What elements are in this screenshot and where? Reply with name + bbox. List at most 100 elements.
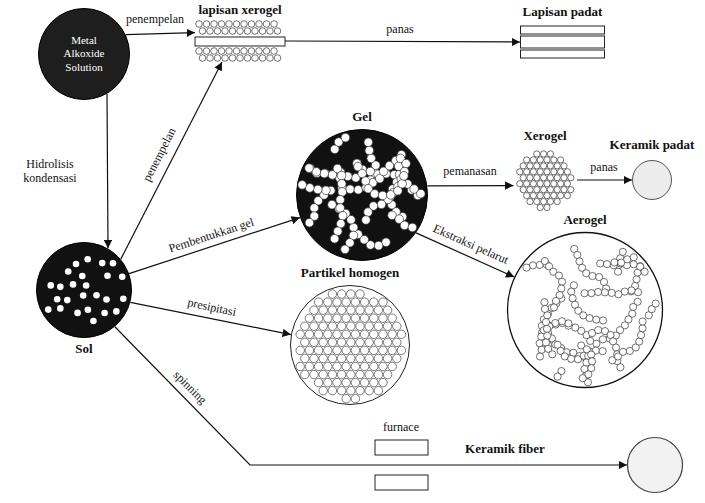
- aerogel-circle-drawing: [507, 232, 663, 388]
- particle: [417, 189, 426, 198]
- sol-particle: [104, 272, 111, 279]
- particle: [296, 362, 304, 370]
- particle: [203, 21, 210, 28]
- particle: [538, 346, 545, 353]
- particle: [365, 306, 373, 314]
- particle: [324, 314, 332, 322]
- sol-particle: [79, 273, 86, 280]
- particle: [248, 48, 255, 55]
- particle: [652, 300, 659, 307]
- process-arrow: [427, 185, 513, 186]
- particle: [319, 386, 327, 394]
- particle: [540, 198, 546, 204]
- sol-particle: [57, 284, 64, 291]
- edge-label: Hidrolisis kondensasi: [2, 158, 98, 186]
- particle: [530, 192, 536, 198]
- particle: [342, 298, 350, 306]
- particle: [252, 55, 259, 62]
- particle: [360, 298, 368, 306]
- particle: [203, 48, 210, 55]
- film-layer: [521, 26, 605, 34]
- particle: [597, 260, 604, 267]
- particle: [527, 187, 533, 193]
- particle: [574, 251, 581, 258]
- particle: [341, 133, 350, 142]
- particle: [379, 330, 387, 338]
- particle: [248, 21, 255, 28]
- particle: [534, 198, 540, 204]
- particle: [341, 245, 350, 254]
- sol-particle: [99, 260, 106, 267]
- particle: [520, 187, 526, 193]
- particle: [550, 304, 557, 311]
- particle: [593, 316, 600, 323]
- particle: [540, 175, 546, 181]
- particle: [211, 48, 218, 55]
- edge-label: Ekstraksi pelarut: [428, 221, 511, 268]
- particle: [328, 386, 336, 394]
- particle: [630, 254, 637, 261]
- particle: [544, 169, 550, 175]
- particle: [365, 146, 374, 155]
- particle: [379, 298, 387, 306]
- particle: [374, 322, 382, 330]
- particle: [557, 169, 563, 175]
- particle: [259, 55, 266, 62]
- particle: [601, 289, 608, 296]
- particle: [599, 336, 606, 343]
- particle: [527, 163, 533, 169]
- particle: [536, 353, 543, 360]
- edge-label: penempelan: [140, 124, 180, 185]
- particle: [383, 338, 391, 346]
- outline: [633, 161, 672, 200]
- particle: [523, 169, 529, 175]
- particle: [267, 28, 274, 35]
- particle: [233, 48, 240, 55]
- particle: [199, 28, 206, 35]
- particle: [551, 169, 557, 175]
- particle: [370, 346, 378, 354]
- particle: [523, 181, 529, 187]
- edge-label: Pembentukkan gel: [165, 215, 258, 257]
- particle: [263, 21, 270, 28]
- particle: [301, 370, 309, 378]
- node-heading: Keramik fiber: [465, 442, 545, 457]
- particle: [377, 200, 386, 209]
- edge-label: panas: [384, 23, 415, 37]
- particle: [520, 163, 526, 169]
- node-heading: Partikel homogen: [301, 266, 400, 281]
- particle: [305, 346, 313, 354]
- particle: [233, 21, 240, 28]
- particle: [347, 290, 355, 298]
- particle: [374, 338, 382, 346]
- particle: [600, 278, 607, 285]
- particle: [388, 314, 396, 322]
- particle: [558, 318, 565, 325]
- particle: [222, 28, 229, 35]
- particle: [617, 364, 624, 371]
- particle: [634, 289, 641, 296]
- particle: [588, 351, 595, 358]
- node-heading: Aerogel: [563, 213, 606, 228]
- sol-particle: [64, 297, 71, 304]
- particle: [322, 186, 331, 195]
- solid-film: Lapisan padat: [520, 24, 605, 60]
- particle: [346, 185, 355, 194]
- particle: [356, 290, 364, 298]
- particle: [383, 370, 391, 378]
- particle: [554, 175, 560, 181]
- particle: [393, 354, 401, 362]
- particle: [568, 175, 574, 181]
- process-arrow: [285, 41, 520, 42]
- xerogel-film-drawing: [195, 20, 285, 62]
- particle: [365, 354, 373, 362]
- particle: [639, 318, 646, 325]
- particle: [337, 338, 345, 346]
- particle: [347, 306, 355, 314]
- particle: [527, 198, 533, 204]
- node-heading: Sol: [75, 342, 92, 357]
- particle: [379, 378, 387, 386]
- particle: [337, 322, 345, 330]
- particle: [561, 163, 567, 169]
- particle: [558, 285, 565, 292]
